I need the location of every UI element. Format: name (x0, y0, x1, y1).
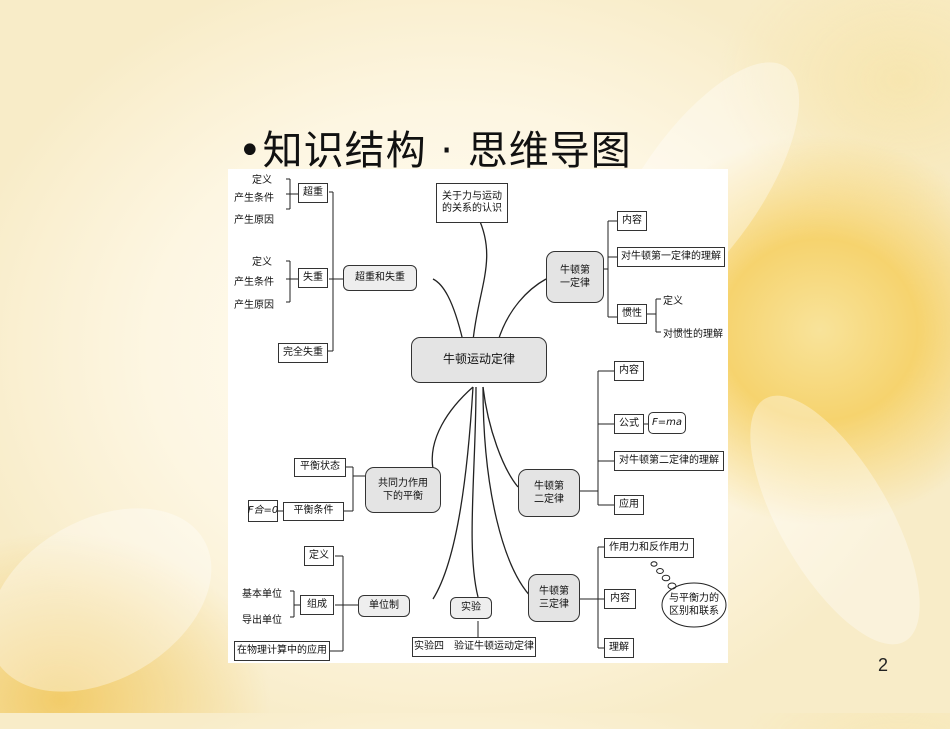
units-application: 在物理计算中的应用 (234, 641, 330, 661)
background-petal (717, 371, 950, 669)
mind-map: 牛顿运动定律 关于力与运动 的关系的认识 超重和失重 超重 定义 产生条件 产生… (228, 169, 728, 663)
overweight-item: 定义 (252, 175, 272, 186)
first-law-node: 牛顿第 一定律 (546, 251, 604, 303)
units-node: 单位制 (358, 595, 410, 617)
page-number: 2 (878, 655, 889, 675)
equilibrium-state: 平衡状态 (294, 458, 346, 477)
force-motion-node: 关于力与运动 的关系的认识 (436, 183, 508, 223)
units-composition-item: 基本单位 (242, 589, 282, 600)
weightless-item: 定义 (252, 257, 272, 268)
balance-force-bubble: 与平衡力的 区别和联系 (669, 593, 719, 617)
second-law-understanding: 对牛顿第二定律的理解 (614, 451, 724, 471)
first-law-understanding: 对牛顿第一定律的理解 (617, 247, 725, 267)
third-law-understanding: 理解 (604, 638, 634, 658)
second-law-node: 牛顿第 二定律 (518, 469, 580, 517)
third-law-node: 牛顿第 三定律 (528, 574, 580, 622)
slide-title: •知识结构 · 思维导图 (238, 128, 632, 174)
background-petal (0, 470, 244, 729)
formula-box: 公式 (614, 414, 644, 434)
overweight-box: 超重 (298, 183, 328, 203)
units-composition-item: 导出单位 (242, 615, 282, 626)
inertia-box: 惯性 (617, 304, 647, 324)
weightless-box: 失重 (298, 268, 328, 288)
weightless-item: 产生原因 (234, 300, 274, 311)
weightless-item: 产生条件 (234, 277, 274, 288)
units-definition: 定义 (304, 546, 334, 566)
center-node: 牛顿运动定律 (411, 337, 547, 383)
first-law-content: 内容 (617, 211, 647, 231)
inertia-item: 对惯性的理解 (663, 329, 723, 340)
inertia-item: 定义 (663, 296, 683, 307)
units-composition: 组成 (300, 595, 334, 615)
equilibrium-condition: 平衡条件 (283, 502, 344, 521)
second-law-content: 内容 (614, 361, 644, 381)
formula-value: F=ma (648, 412, 686, 434)
overweight-item: 产生原因 (234, 215, 274, 226)
experiment-node: 实验 (450, 597, 492, 619)
mind-map-connectors (278, 178, 727, 652)
action-reaction-box: 作用力和反作用力 (604, 538, 694, 558)
equilibrium-formula: F合=0 (248, 500, 278, 522)
experiment-item: 实验四 验证牛顿运动定律 (412, 637, 536, 657)
equilibrium-node: 共同力作用 下的平衡 (365, 467, 441, 513)
third-law-content: 内容 (604, 589, 636, 609)
overweight-item: 产生条件 (234, 193, 274, 204)
complete-weightless-box: 完全失重 (278, 343, 328, 363)
overweight-node: 超重和失重 (343, 265, 417, 291)
second-law-application: 应用 (614, 495, 644, 515)
